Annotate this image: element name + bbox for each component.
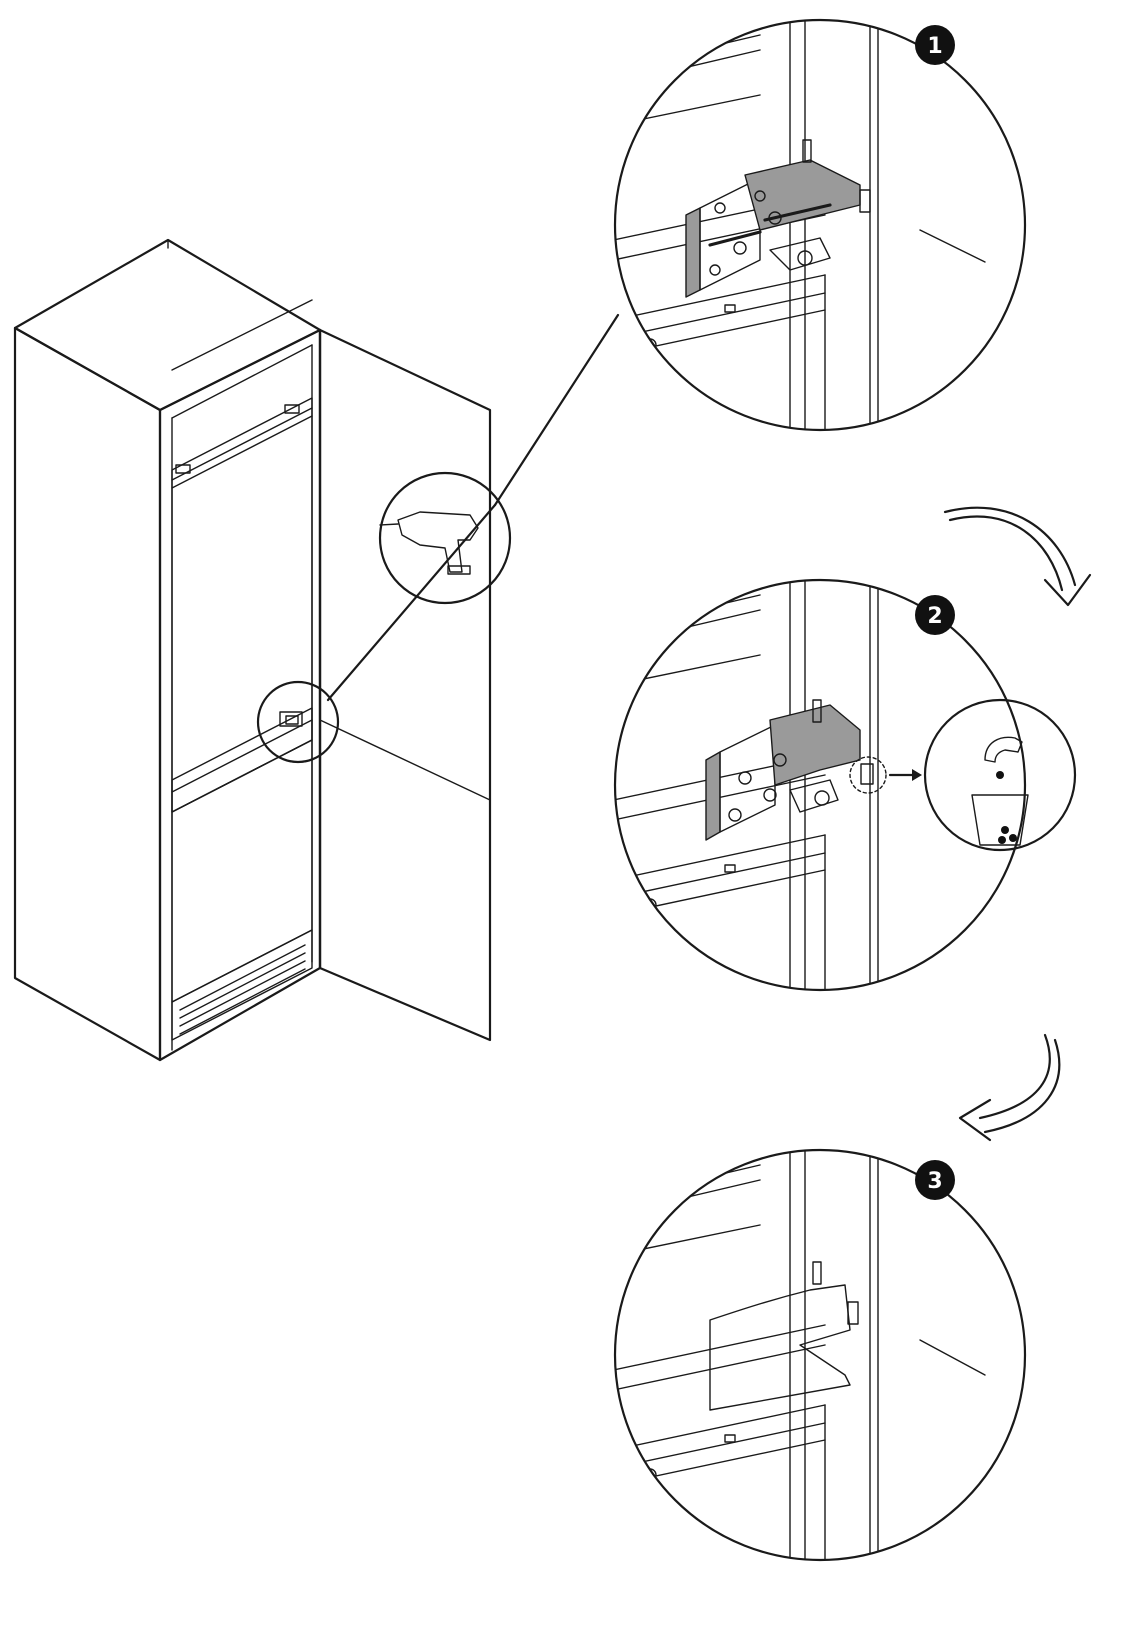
step-1-detail (613, 18, 1027, 432)
svg-text:2: 2 (927, 604, 942, 629)
curved-arrow-icon (958, 1033, 1061, 1142)
zoom-connector-lines (326, 313, 620, 702)
cabinet-with-fridge (13, 238, 492, 1062)
svg-text:1: 1 (927, 34, 942, 59)
discard-in-bin-icon (923, 698, 1077, 852)
step-2-detail (613, 578, 1027, 992)
step-3-badge: 3 (915, 1160, 955, 1200)
step-2-badge: 2 (915, 595, 955, 635)
curved-arrow-icon (943, 506, 1092, 607)
step-3-detail (613, 1148, 1027, 1562)
remove-arrow (888, 769, 922, 781)
svg-text:3: 3 (927, 1169, 942, 1194)
hinge-location-marker (256, 680, 340, 764)
step-1-badge: 1 (915, 25, 955, 65)
power-drill-icon (378, 471, 512, 605)
